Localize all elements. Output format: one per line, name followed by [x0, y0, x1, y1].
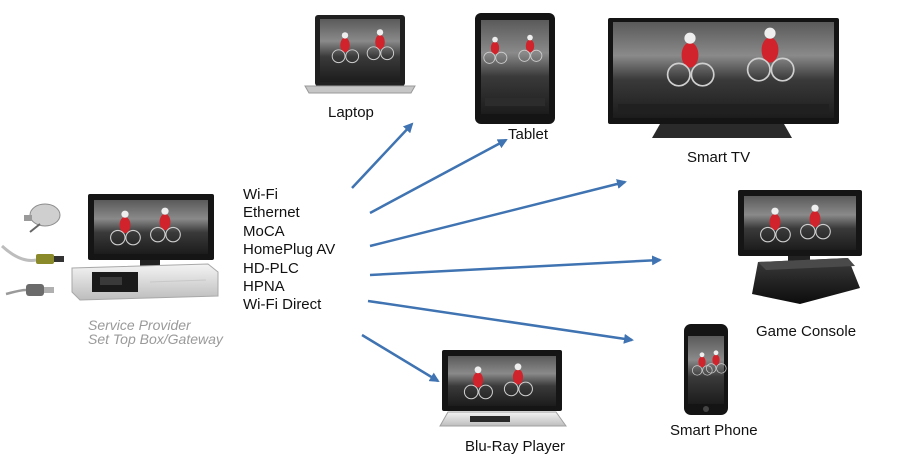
smart-phone-icon [684, 324, 728, 415]
source-caption-line1: Service Provider [88, 317, 191, 333]
ethernet-cable-icon [0, 244, 64, 264]
arrow-to-game-console [369, 255, 662, 277]
tablet-icon [475, 13, 555, 124]
connection-arrows [351, 122, 662, 383]
network-item: Wi-Fi Direct [243, 296, 322, 314]
network-item: HPNA [243, 278, 285, 296]
set-top-box-tv [88, 194, 214, 266]
satellite-dish-icon [24, 203, 61, 233]
network-item: Ethernet [243, 204, 300, 222]
network-item: Wi-Fi [243, 186, 278, 203]
arrow-to-tablet [369, 138, 508, 215]
network-item: HD-PLC [243, 259, 299, 277]
network-technologies-list: Wi-Fi Ethernet MoCA HomePlug AV HD-PLC H… [243, 186, 335, 315]
bluray-label: Blu-Ray Player [465, 438, 566, 455]
laptop-icon [304, 15, 416, 94]
laptop-label: Laptop [328, 104, 374, 121]
network-item: MoCA [243, 222, 285, 240]
arrow-to-smart-phone [367, 299, 634, 344]
arrow-to-bluray [361, 333, 440, 383]
set-top-box [71, 263, 219, 301]
arrow-to-smart-tv [369, 179, 627, 248]
tablet-label: Tablet [508, 126, 549, 143]
smart-phone-label: Smart Phone [670, 422, 758, 439]
source-caption-line2: Set Top Box/Gateway [88, 331, 223, 347]
game-console-tv [738, 190, 862, 262]
coax-cable-icon [5, 284, 54, 296]
source-caption: Service Provider Set Top Box/Gateway [88, 318, 223, 346]
game-console-label: Game Console [756, 323, 857, 340]
game-console-icon [752, 258, 860, 304]
arrow-to-laptop [351, 122, 414, 189]
smart-tv-icon [608, 18, 839, 138]
smart-tv-label: Smart TV [687, 149, 751, 166]
network-item: HomePlug AV [243, 241, 336, 259]
bluray-tv [442, 350, 562, 411]
bluray-player-icon [439, 411, 567, 427]
